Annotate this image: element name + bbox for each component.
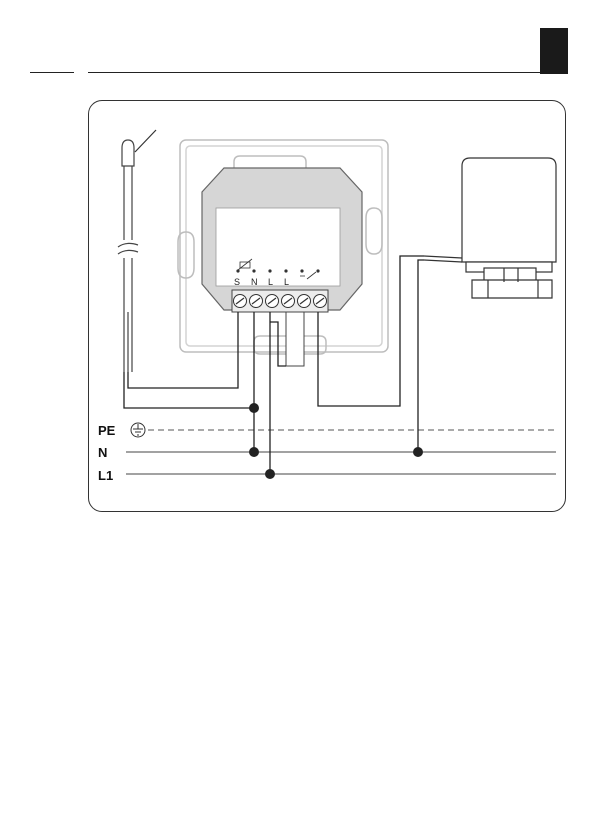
junction-dots — [249, 403, 423, 479]
thermal-actuator — [462, 158, 556, 298]
terminal-label-l1: L — [268, 277, 273, 287]
supply-label-pe: PE — [98, 423, 116, 438]
supply-line-l1: L1 — [98, 468, 556, 483]
thermostat-insert — [202, 168, 362, 312]
supply-label-l1: L1 — [98, 468, 113, 483]
ground-icon — [131, 423, 145, 437]
terminal-label-s: S — [234, 277, 240, 287]
supply-line-pe: PE — [98, 423, 556, 438]
actuator-cable — [424, 256, 462, 262]
terminal-label-n: N — [251, 277, 258, 287]
supply-line-n: N — [98, 445, 556, 460]
floor-temperature-sensor — [118, 130, 156, 372]
terminal-label-l2: L — [284, 277, 289, 287]
supply-label-n: N — [98, 445, 107, 460]
terminal-mount — [286, 312, 304, 366]
